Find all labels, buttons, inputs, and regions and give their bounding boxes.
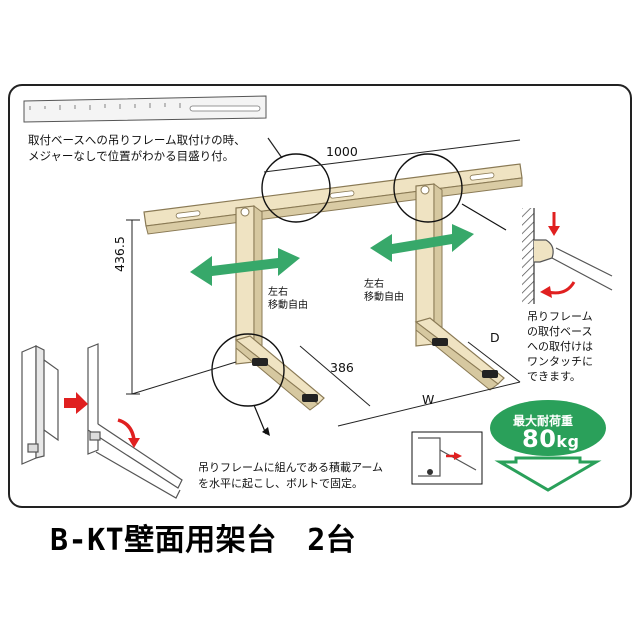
bottom-note-line2: を水平に起こし、ボルトで固定。 (198, 477, 363, 490)
left-right-arrows (190, 224, 474, 286)
right-note: 吊りフレーム の取付ベース への取付けは ワンタッチに できます。 (527, 309, 593, 384)
zoom-circle-scale (261, 153, 331, 223)
product-title: B-KT壁面用架台 2台 (50, 523, 357, 558)
bottom-note-line1: 吊りフレームに組んである積載アーム (198, 461, 384, 474)
zoom-circle-arm (211, 333, 285, 407)
bolt-inset (411, 431, 483, 485)
load-badge-value-wrap: 80kg (522, 425, 580, 453)
dim-arm-label: 386 (330, 360, 354, 375)
right-hanging-frame (414, 183, 505, 391)
right-note-line: の取付ベース (527, 325, 593, 338)
dimension-lines (126, 139, 521, 427)
dim-d-label: D (490, 330, 500, 345)
dim-height-label: 436.5 (112, 236, 127, 272)
dim-w-label: W (422, 392, 435, 407)
load-badge (490, 400, 606, 492)
dim-width-label: 1000 (326, 144, 358, 159)
move-label-right-line1: 左右 (364, 279, 384, 290)
arm-assembly-detail (21, 343, 183, 499)
red-arrows-detail (64, 392, 140, 448)
right-note-line: 吊りフレーム (527, 310, 593, 323)
zoom-circle-hook (393, 153, 463, 223)
scale-caption-line1: 取付ベースへの吊りフレーム取付けの時、 (28, 133, 246, 147)
mounting-base-beam (143, 163, 523, 235)
scale-ruler (23, 95, 267, 123)
left-hanging-frame (234, 205, 325, 411)
right-note-line: ワンタッチに (527, 355, 593, 368)
load-badge-label: 最大耐荷重 (513, 414, 574, 428)
move-label-right-line2: 移動自由 (364, 292, 404, 303)
load-badge-unit: kg (556, 432, 580, 451)
right-note-line: できます。 (527, 370, 581, 383)
scale-caption-line2: メジャーなしで位置がわかる目盛り付。 (28, 149, 235, 163)
move-label-left-line1: 左右 (268, 287, 288, 298)
right-note-line: への取付けは (527, 340, 593, 353)
load-badge-value: 80 (522, 425, 557, 453)
move-label-left-line2: 移動自由 (268, 300, 308, 311)
hook-detail (522, 208, 613, 304)
